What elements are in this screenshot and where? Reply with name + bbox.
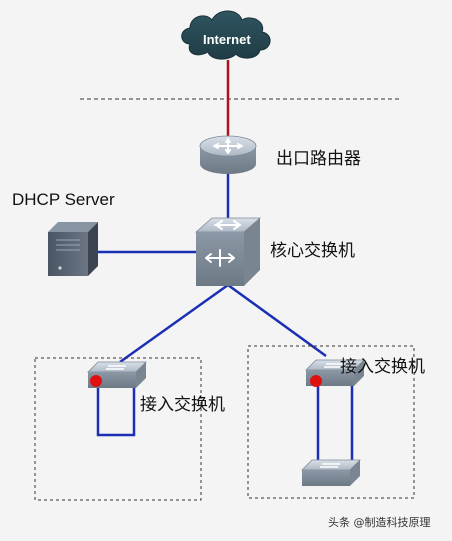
router-icon — [199, 135, 257, 174]
access-area-right — [247, 345, 415, 499]
router-label: 出口路由器 — [276, 149, 361, 169]
access-switch-left-icon — [87, 361, 147, 388]
loop-port-indicator-right — [310, 375, 322, 387]
access-switch-right-label: 接入交换机 — [340, 357, 425, 377]
core-access-right-link — [227, 283, 327, 358]
access-switch-right-bottom-icon — [301, 459, 361, 486]
internet-cloud-icon — [181, 10, 271, 60]
internet-label: Internet — [203, 32, 251, 47]
core-switch-icon — [194, 217, 262, 286]
dhcp-server-icon — [48, 222, 98, 276]
loop-port-indicator-left — [90, 375, 102, 387]
access-area-left — [34, 357, 202, 501]
dhcp-server-label: DHCP Server — [12, 190, 115, 209]
access-switch-left-label: 接入交换机 — [140, 395, 225, 415]
core-switch-label: 核心交换机 — [270, 241, 355, 261]
core-access-left-link — [119, 283, 229, 364]
loop-cable-left — [96, 382, 136, 437]
watermark-text: 头条 @制造科技原理 — [328, 516, 431, 529]
access-switch-right-icon — [305, 359, 365, 387]
